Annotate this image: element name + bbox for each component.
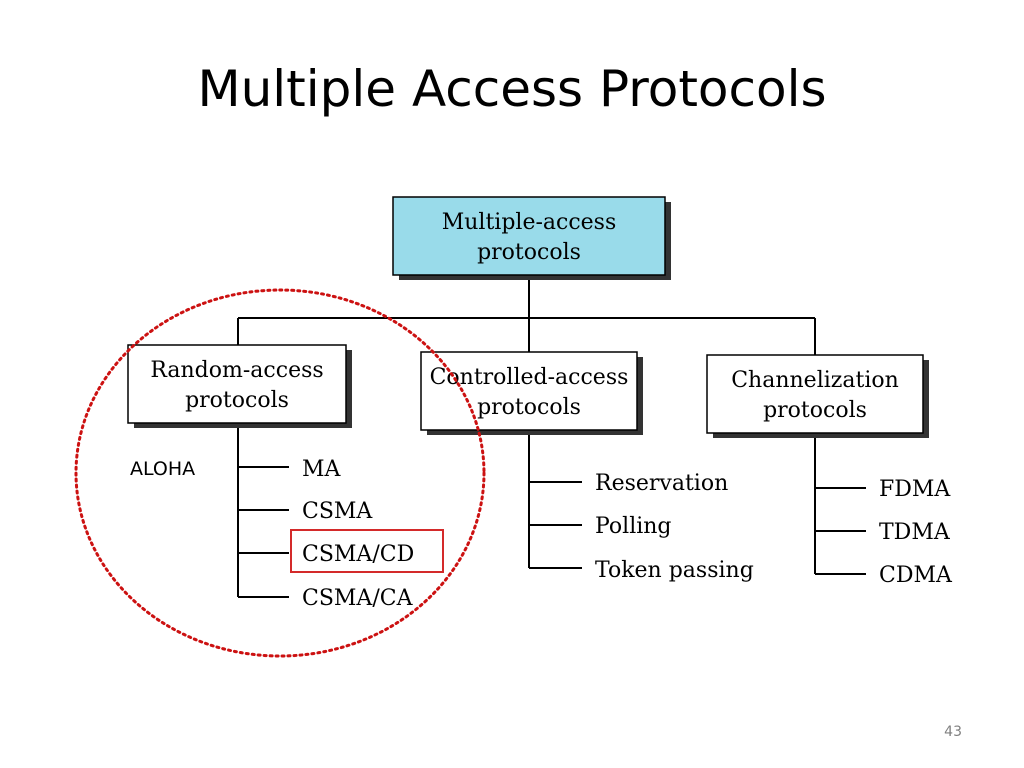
random-item-ma: MA <box>302 457 342 482</box>
controlled-access-branches <box>528 435 582 569</box>
random-item-csma-cd: CSMA/CD <box>302 542 414 567</box>
csma-cd-highlight-box <box>290 529 444 573</box>
controlled-access-node: Controlled-access protocols <box>420 351 643 435</box>
root-label-line1: Multiple-access <box>442 210 617 235</box>
random-access-branches <box>237 428 289 598</box>
slide-title: Multiple Access Protocols <box>197 60 827 118</box>
aloha-label: ALOHA <box>130 458 195 480</box>
channel-item-cdma: CDMA <box>879 563 953 588</box>
page-number: 43 <box>944 724 962 740</box>
controlled-item-polling: Polling <box>595 514 672 539</box>
random-access-label-line1: Random-access <box>150 358 323 383</box>
random-access-dotted-circle <box>74 288 486 658</box>
random-item-csma-ca: CSMA/CA <box>302 586 414 611</box>
channelization-node: Channelization protocols <box>706 354 929 438</box>
channelization-label-line2: protocols <box>763 398 867 423</box>
root-label-line2: protocols <box>477 240 581 265</box>
channel-item-fdma: FDMA <box>879 477 951 502</box>
controlled-access-label-line2: protocols <box>477 395 581 420</box>
channel-item-tdma: TDMA <box>879 520 951 545</box>
tree-connectors <box>237 275 816 355</box>
root-box <box>392 196 666 276</box>
controlled-item-reservation: Reservation <box>595 471 728 496</box>
channelization-label-line1: Channelization <box>731 368 899 393</box>
random-access-node: Random-access protocols <box>127 344 352 428</box>
channelization-branches <box>814 438 866 575</box>
controlled-item-token-passing: Token passing <box>595 558 754 583</box>
random-access-label-line2: protocols <box>185 388 289 413</box>
random-item-csma: CSMA <box>302 499 373 524</box>
root-node: Multiple-access protocols <box>392 196 671 280</box>
controlled-access-label-line1: Controlled-access <box>430 365 629 390</box>
